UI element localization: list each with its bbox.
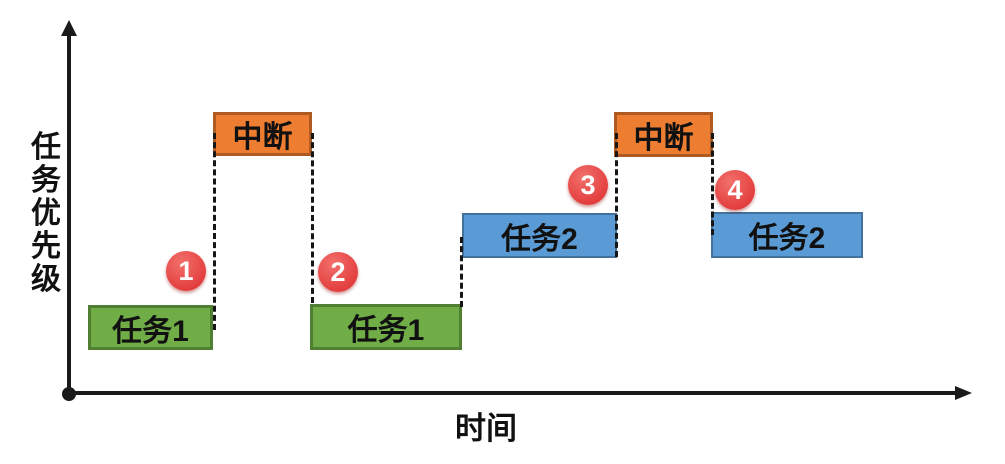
event-marker-4: 4 (715, 170, 755, 210)
x-axis-line (69, 391, 957, 395)
dashed-connector-4 (615, 133, 618, 257)
task2-bar-1: 任务2 (462, 213, 617, 258)
x-axis-label: 时间 (455, 411, 517, 446)
x-axis-arrow-icon (955, 386, 972, 400)
task1-bar-1: 任务1 (88, 305, 213, 350)
dashed-connector-1 (213, 133, 216, 330)
event-marker-3: 3 (568, 165, 608, 205)
y-axis-arrow-icon (61, 20, 77, 36)
event-marker-1: 1 (166, 251, 206, 291)
task2-bar-2: 任务2 (711, 212, 863, 258)
dashed-connector-3 (460, 237, 463, 307)
interrupt-bar-1: 中断 (213, 112, 312, 156)
task1-bar-2: 任务1 (310, 304, 462, 350)
event-marker-2: 2 (318, 252, 358, 292)
dashed-connector-5 (711, 133, 714, 235)
y-axis-line (67, 33, 71, 395)
axis-origin-dot (62, 387, 76, 401)
y-axis-label: 任务优先级 (31, 131, 61, 296)
interrupt-bar-2: 中断 (614, 112, 713, 157)
dashed-connector-2 (311, 133, 314, 303)
